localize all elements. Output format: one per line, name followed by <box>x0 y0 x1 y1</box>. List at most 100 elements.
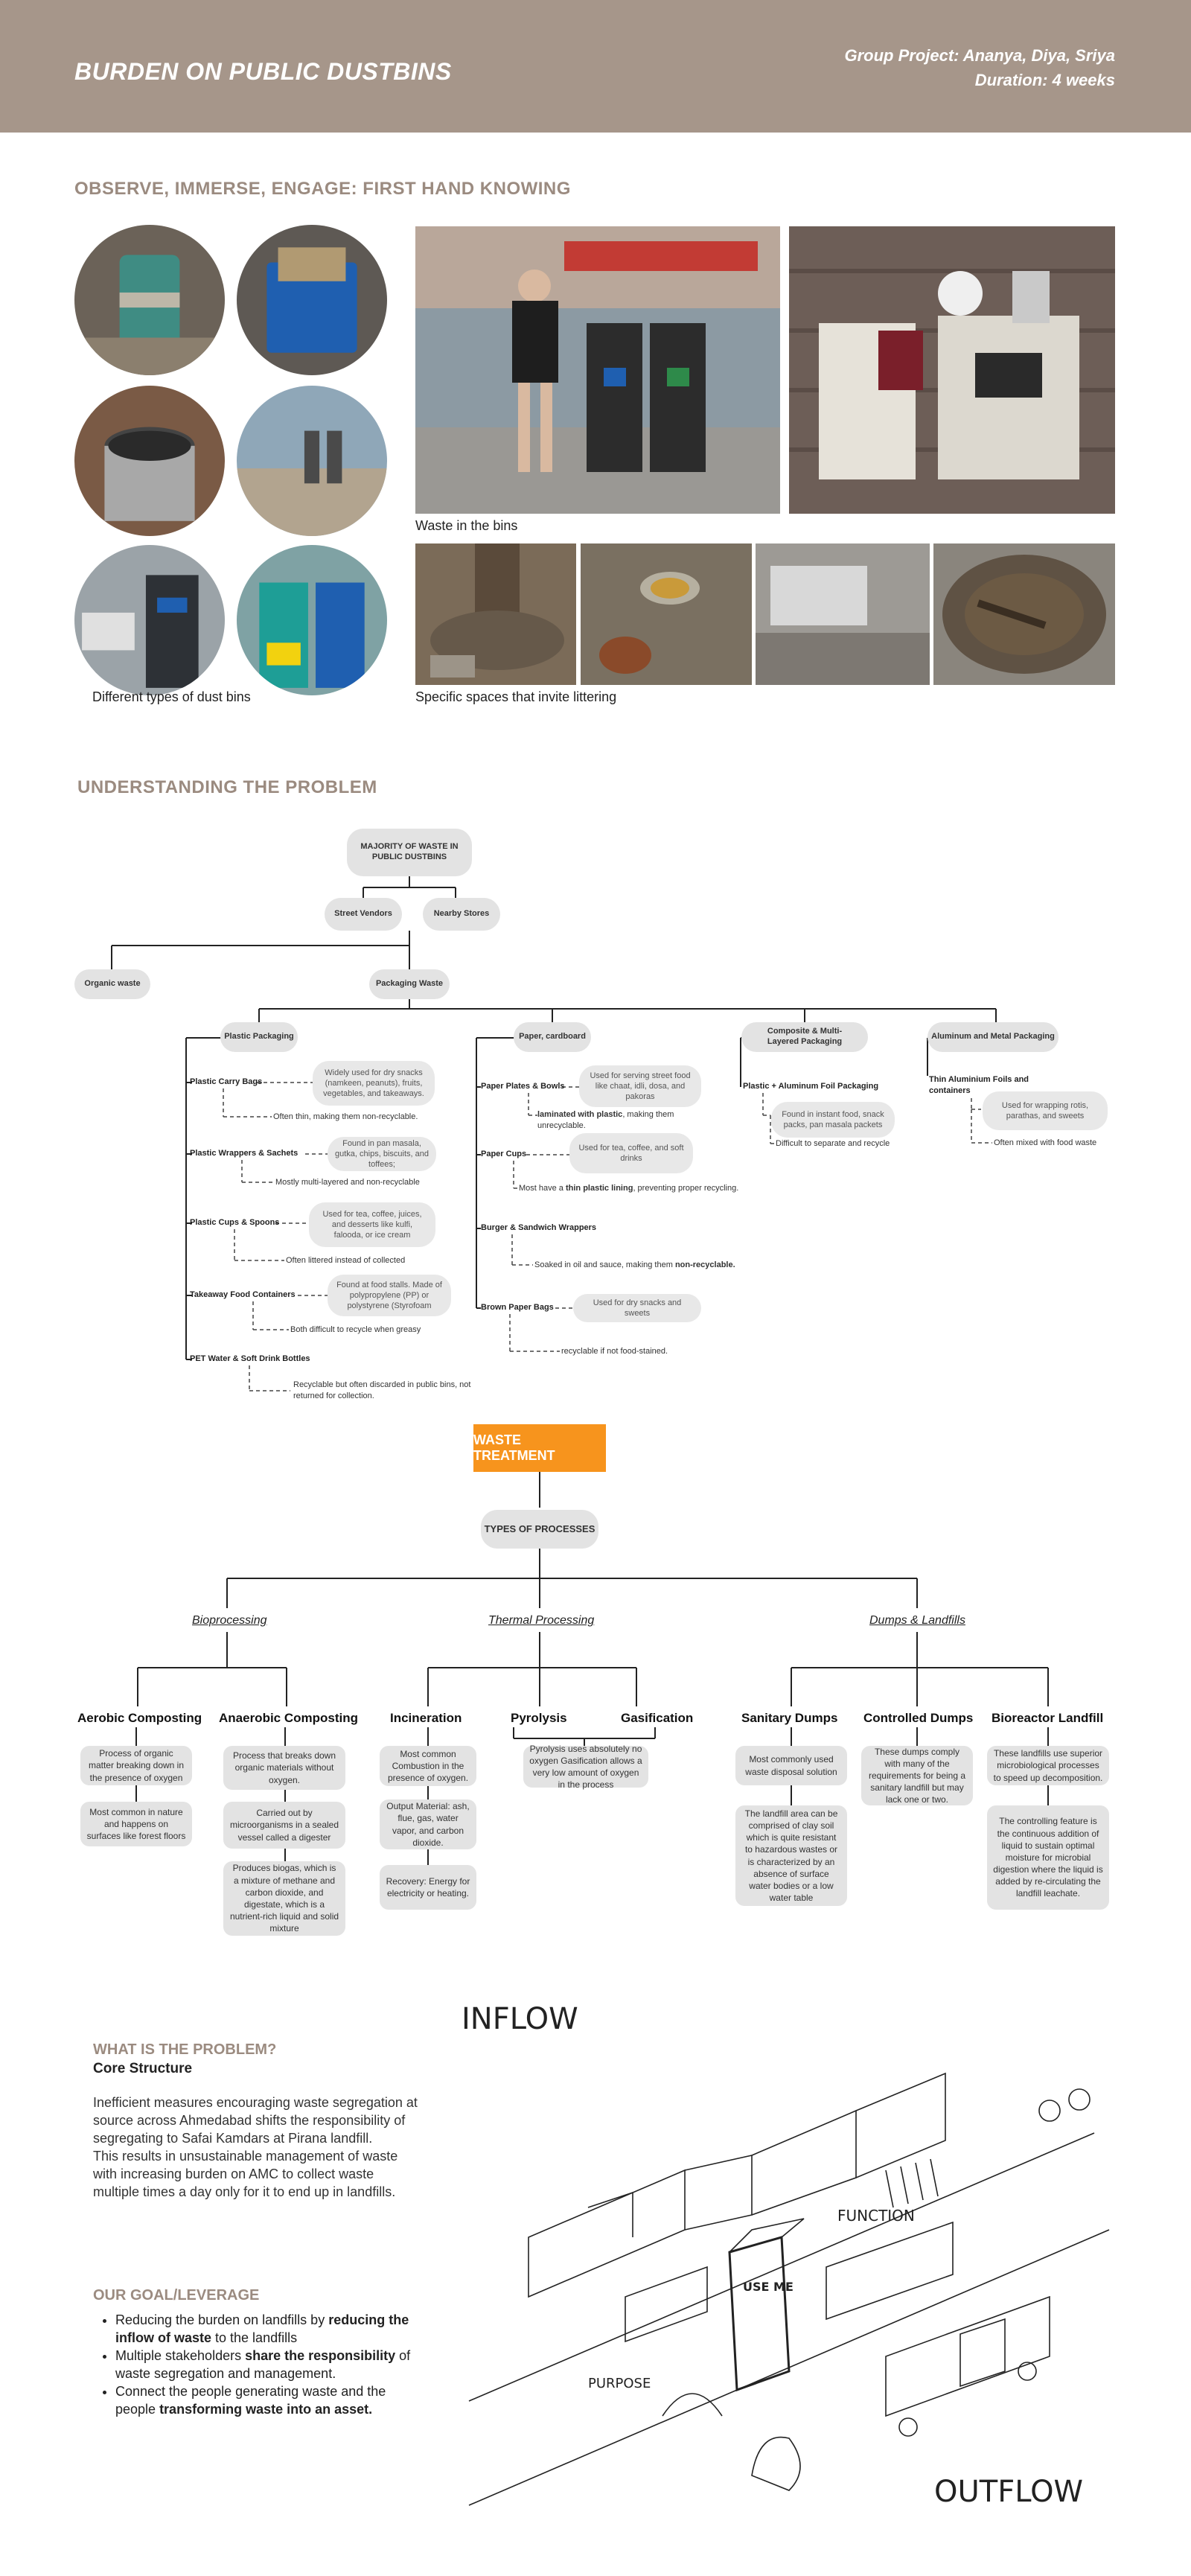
plastic-item-note: Used for tea, coffee, juices, and desser… <box>309 1202 435 1247</box>
paper-item-sub: Soaked in oil and sauce, making them non… <box>534 1260 735 1271</box>
paper-item-sub-rest: , preventing proper recycling. <box>633 1184 739 1193</box>
process-box: These landfills use superior microbiolog… <box>987 1746 1109 1785</box>
metal-item-note: Used for wrapping rotis, parathas, and s… <box>983 1091 1108 1130</box>
sketch-outflow: OUTFLOW <box>934 2475 1083 2509</box>
paper-item-label: Brown Paper Bags <box>481 1303 554 1312</box>
process-name: Sanitary Dumps <box>741 1711 838 1725</box>
plastic-item-note: Found at food stalls. Made of polypropyl… <box>328 1275 451 1316</box>
sketch-purpose: PURPOSE <box>588 2376 651 2391</box>
process-box: Most common Combustion in the presence o… <box>380 1746 476 1786</box>
process-name: Controlled Dumps <box>863 1711 974 1725</box>
paper-item-note: Used for dry snacks and sweets <box>573 1294 701 1322</box>
header-banner: BURDEN ON PUBLIC DUSTBINS Group Project:… <box>0 0 1191 133</box>
process-box: Produces biogas, which is a mixture of m… <box>223 1861 345 1936</box>
paper-item-sub-bold: non-recyclable. <box>674 1260 735 1269</box>
process-name: Pyrolysis <box>511 1711 567 1725</box>
plastic-item-sub: Recyclable but often discarded in public… <box>293 1380 471 1400</box>
metal-item-sub: Often mixed with food waste <box>994 1138 1097 1147</box>
goal-text: Multiple stakeholders <box>115 2348 246 2363</box>
process-name: Gasification <box>621 1711 694 1725</box>
paper-cardboard-node: Paper, cardboard <box>514 1022 591 1052</box>
plastic-item-sub: Mostly multi-layered and non-recyclable <box>275 1178 420 1187</box>
plastic-item-sub: Often littered instead of collected <box>286 1256 406 1265</box>
composite-packaging-node: Composite & Multi-Layered Packaging <box>741 1022 868 1052</box>
process-name: Anaerobic Composting <box>219 1711 359 1725</box>
nearby-stores-node: Nearby Stores <box>423 898 500 931</box>
process-box: Recovery: Energy for electricity or heat… <box>380 1865 476 1910</box>
waste-treatment-title: WASTE TREATMENT <box>473 1424 606 1472</box>
paper-item-sub: recyclable if not food-stained. <box>561 1347 668 1356</box>
photo-litter-pots <box>581 543 752 685</box>
photo-litter-planter <box>933 543 1115 685</box>
paper-item-note: Used for serving street food like chaat,… <box>579 1065 701 1107</box>
caption-spaces: Specific spaces that invite littering <box>415 689 617 704</box>
process-box: Pyrolysis uses absolutely no oxygen Gasi… <box>523 1744 648 1790</box>
category-bioprocessing: Bioprocessing <box>192 1614 267 1627</box>
paper-item-sub-bold: thin plastic lining <box>565 1184 633 1193</box>
bin-photo-blue <box>237 225 387 375</box>
process-box: Most common in nature and happens on sur… <box>80 1802 192 1846</box>
goal-item: Reducing the burden on landfills by redu… <box>115 2311 421 2347</box>
process-box: These dumps comply with many of the requ… <box>861 1746 973 1805</box>
process-box: Output Material: ash, flue, gas, water v… <box>380 1799 476 1849</box>
composite-item-label: Plastic + Aluminum Foil Packaging <box>743 1082 879 1091</box>
plastic-item-label: Plastic Carry Bags <box>190 1077 263 1086</box>
photo-litter-pavement <box>756 543 930 685</box>
goal-text: of waste segregation and management. <box>115 2348 411 2381</box>
problem-title: WHAT IS THE PROBLEM? <box>93 2041 277 2058</box>
goal-list: Reducing the burden on landfills by redu… <box>93 2311 421 2418</box>
plastic-item-label: Takeaway Food Containers <box>190 1290 296 1299</box>
goal-text: to the landfills <box>211 2330 298 2345</box>
paper-item-sub: Most have a thin plastic lining, prevent… <box>519 1183 738 1194</box>
paper-item-sub-plain: Soaked in oil and sauce, making them <box>534 1260 675 1269</box>
plastic-packaging-node: Plastic Packaging <box>220 1022 298 1052</box>
sketch-function: FUNCTION <box>837 2207 915 2225</box>
organic-waste-node: Organic waste <box>74 969 150 999</box>
process-box: Most commonly used waste disposal soluti… <box>735 1746 847 1785</box>
photo-person-bins <box>415 226 780 514</box>
problem-paragraph: Inefficient measures encouraging waste s… <box>93 2095 418 2146</box>
plastic-item-label: Plastic Cups & Spoons <box>190 1218 280 1227</box>
project-title: BURDEN ON PUBLIC DUSTBINS <box>74 58 452 85</box>
caption-bins: Different types of dust bins <box>92 689 251 704</box>
inflow-outflow-sketch: INFLOW OUTFLOW FUNCTION PURPOSE USE ME <box>439 1984 1124 2524</box>
project-meta: Group Project: Ananya, Diya, Sriya Durat… <box>844 43 1115 92</box>
goal-text: Reducing the burden on landfills by <box>115 2312 329 2327</box>
goal-emphasis: share the responsibility <box>245 2348 396 2363</box>
process-name: Bioreactor Landfill <box>992 1711 1104 1725</box>
goal-emphasis: transforming waste into an asset. <box>159 2402 373 2417</box>
paper-item-label: Paper Plates & Bowls <box>481 1082 565 1091</box>
plastic-item-note: Found in pan masala, gutka, chips, biscu… <box>328 1137 436 1171</box>
paper-item-label: Paper Cups <box>481 1150 527 1158</box>
metal-packaging-node: Aluminum and Metal Packaging <box>927 1022 1059 1052</box>
composite-item-note: Found in instant food, snack packs, pan … <box>771 1102 895 1138</box>
understanding-title: UNDERSTANDING THE PROBLEM <box>77 777 377 797</box>
bin-photo-steel <box>74 386 225 536</box>
goal-emphasis: reducing the inflow of waste <box>115 2312 409 2345</box>
sketch-use-me: USE ME <box>743 2280 794 2294</box>
paper-item-note: Used for tea, coffee, and soft drinks <box>569 1133 693 1173</box>
process-box: The landfill area can be comprised of cl… <box>735 1805 847 1906</box>
photo-waste-in-bin <box>789 226 1115 514</box>
sketch-inflow: INFLOW <box>462 2002 578 2036</box>
packaging-waste-node: Packaging Waste <box>369 969 450 999</box>
goal-title: OUR GOAL/LEVERAGE <box>93 2287 260 2304</box>
plastic-item-sub: Often thin, making them non-recyclable. <box>273 1112 418 1121</box>
goal-item: Multiple stakeholders share the responsi… <box>115 2347 421 2382</box>
team-text: Group Project: Ananya, Diya, Sriya <box>844 46 1115 65</box>
caption-waste: Waste in the bins <box>415 518 518 533</box>
problem-paragraph: This results in unsustainable management… <box>93 2149 398 2199</box>
plastic-item-sub: Both difficult to recycle when greasy <box>290 1325 421 1334</box>
paper-item-sub-rest: , making them unrecyclable. <box>537 1110 674 1130</box>
bin-photo-colored <box>237 545 387 695</box>
root-node: MAJORITY OF WASTE IN PUBLIC DUSTBINS <box>347 829 472 876</box>
problem-text: Inefficient measures encouraging waste s… <box>93 2094 421 2201</box>
street-vendors-node: Street Vendors <box>325 898 402 931</box>
problem-subtitle: Core Structure <box>93 2061 193 2076</box>
goal-item: Connect the people generating waste and … <box>115 2382 421 2418</box>
process-box: Carried out by microorganisms in a seale… <box>223 1802 345 1849</box>
plastic-item-label: Plastic Wrappers & Sachets <box>190 1149 298 1158</box>
paper-item-sub: laminated with plastic, making them unre… <box>537 1109 694 1132</box>
bin-photo-green <box>74 225 225 375</box>
